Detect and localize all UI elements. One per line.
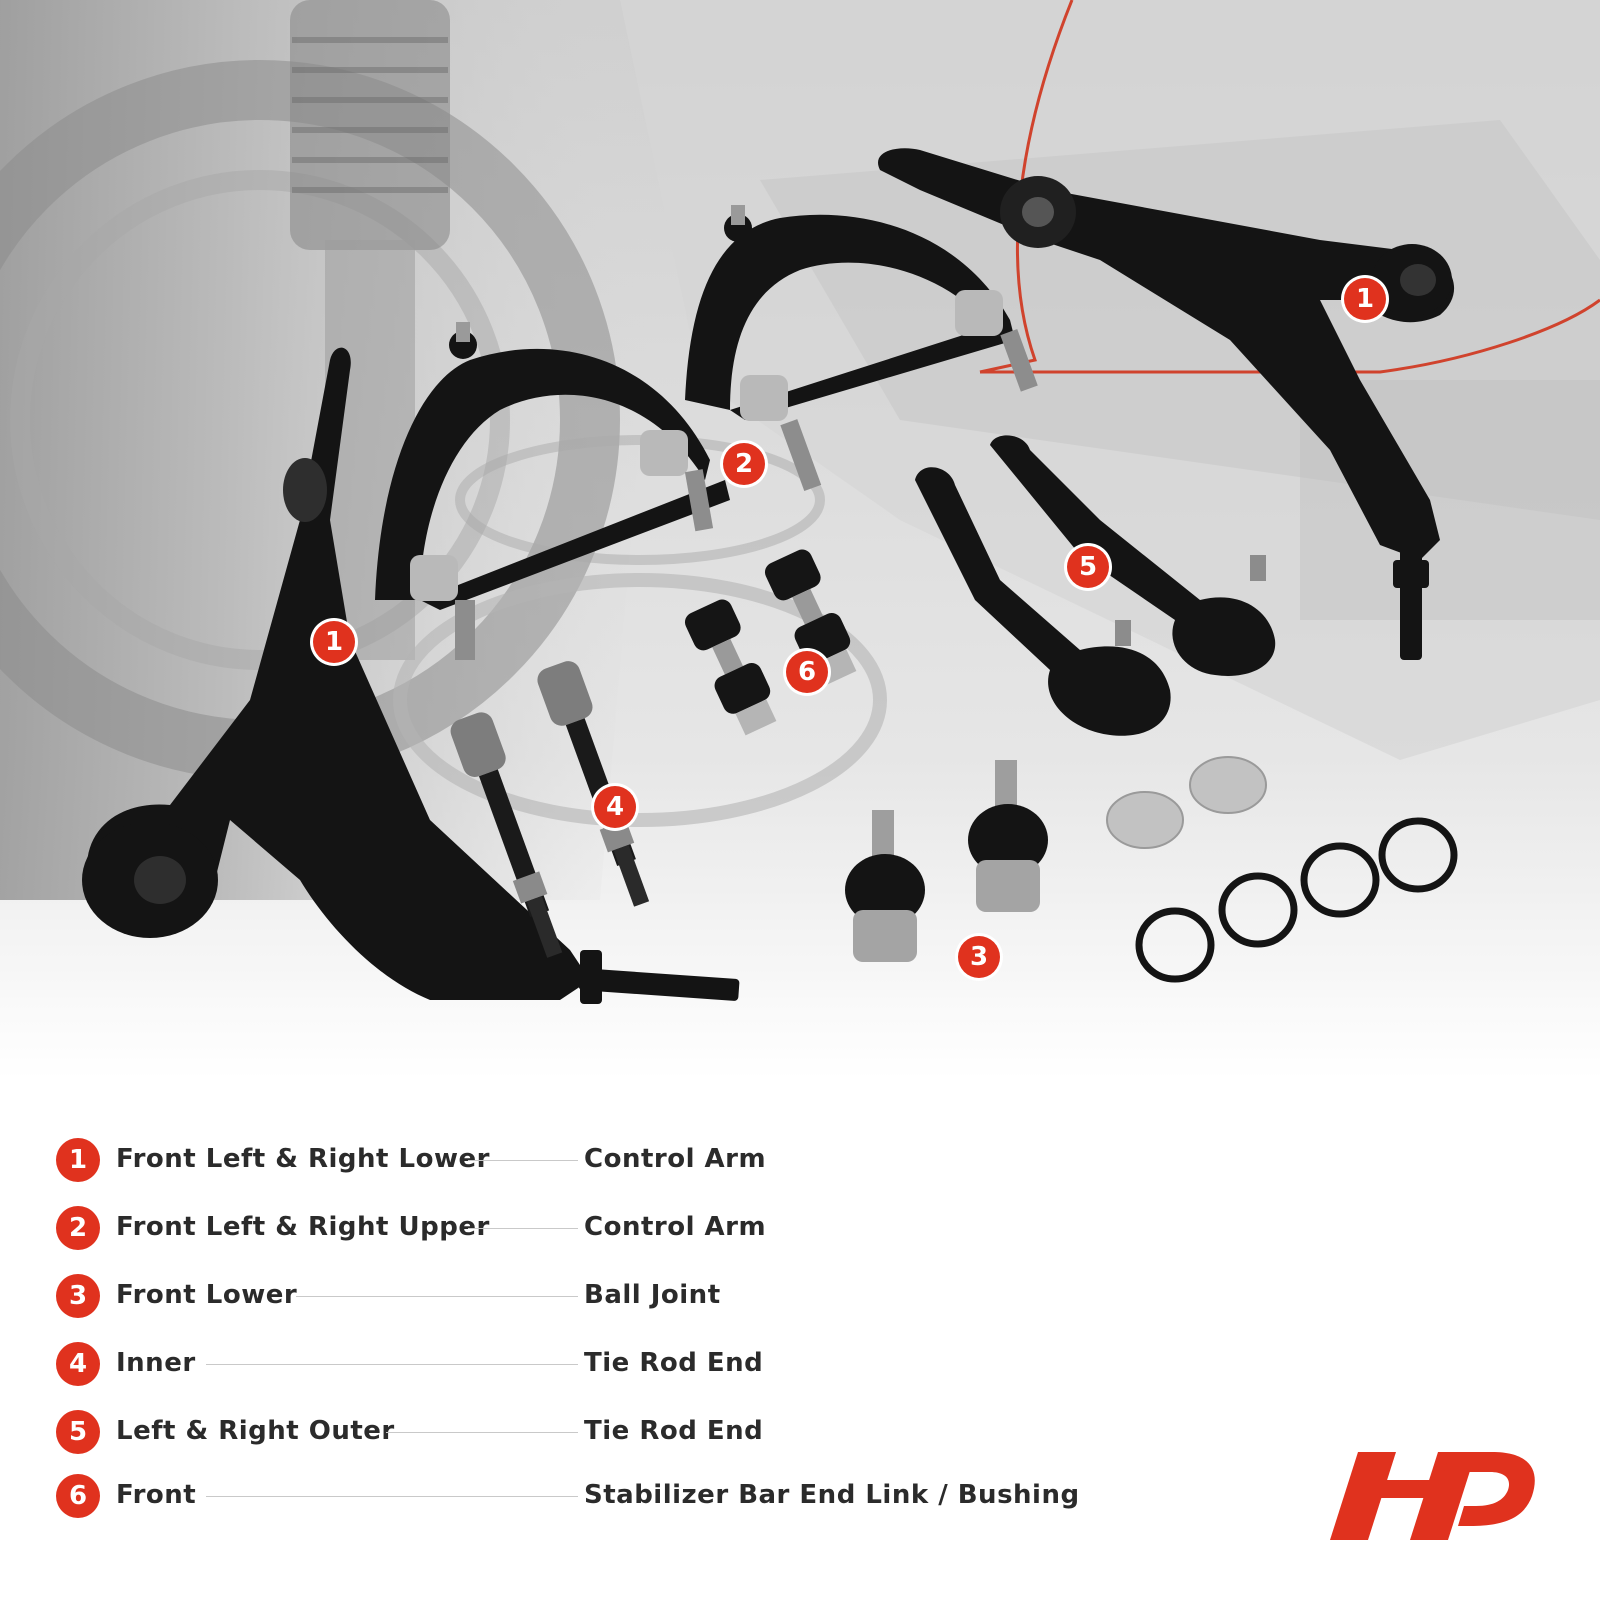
legend-row: 4 Inner Tie Rod End <box>56 1342 1156 1388</box>
legend-number-badge: 3 <box>56 1274 100 1318</box>
legend-part-position: Front <box>116 1480 197 1510</box>
legend-part-position: Front Left & Right Lower <box>116 1144 490 1174</box>
photo-badge-6: 6 <box>786 651 828 693</box>
chassis-background <box>0 0 1600 1080</box>
legend-part-type: Ball Joint <box>584 1280 721 1310</box>
legend-part-position: Left & Right Outer <box>116 1416 395 1446</box>
legend-number-badge: 4 <box>56 1342 100 1386</box>
legend-row: 1 Front Left & Right Lower Control Arm <box>56 1138 1156 1184</box>
legend-divider <box>468 1228 578 1229</box>
legend-part-position: Front Lower <box>116 1280 298 1310</box>
legend-row: 3 Front Lower Ball Joint <box>56 1274 1156 1320</box>
legend-row: 6 Front Stabilizer Bar End Link / Bushin… <box>56 1474 1156 1520</box>
photo-badge-3: 3 <box>958 936 1000 978</box>
legend-part-type: Tie Rod End <box>584 1348 764 1378</box>
legend-divider <box>206 1496 578 1497</box>
legend-part-type: Control Arm <box>584 1212 767 1242</box>
legend-divider <box>296 1296 578 1297</box>
photo-badge-1-left: 1 <box>313 621 355 663</box>
washers-and-snap-rings <box>1106 756 1458 983</box>
lower-control-arm-left <box>82 347 740 1004</box>
legend-row: 2 Front Left & Right Upper Control Arm <box>56 1206 1156 1252</box>
legend-number-badge: 2 <box>56 1206 100 1250</box>
outer-tie-rod-ends <box>915 435 1276 736</box>
legend-divider <box>386 1432 578 1433</box>
legend-divider <box>468 1160 578 1161</box>
legend-part-position: Inner <box>116 1348 196 1378</box>
legend-part-position: Front Left & Right Upper <box>116 1212 490 1242</box>
legend-part-type: Control Arm <box>584 1144 767 1174</box>
lower-ball-joints <box>845 760 1048 962</box>
photo-badge-5: 5 <box>1067 546 1109 588</box>
legend-number-badge: 1 <box>56 1138 100 1182</box>
legend-number-badge: 5 <box>56 1410 100 1454</box>
photo-badge-2: 2 <box>723 443 765 485</box>
brand-logo-icon <box>1330 1452 1535 1540</box>
photo-badge-1-right: 1 <box>1344 278 1386 320</box>
legend-divider <box>206 1364 578 1365</box>
legend-number-badge: 6 <box>56 1474 100 1518</box>
photo-badge-4: 4 <box>594 786 636 828</box>
upper-control-arm-left <box>375 322 730 660</box>
lower-control-arm-right <box>878 148 1455 660</box>
parts-photo <box>0 0 1600 1080</box>
legend-part-type: Stabilizer Bar End Link / Bushing <box>584 1480 1080 1510</box>
legend-row: 5 Left & Right Outer Tie Rod End <box>56 1410 1156 1456</box>
upper-control-arm-right <box>685 205 1038 492</box>
legend-part-type: Tie Rod End <box>584 1416 764 1446</box>
